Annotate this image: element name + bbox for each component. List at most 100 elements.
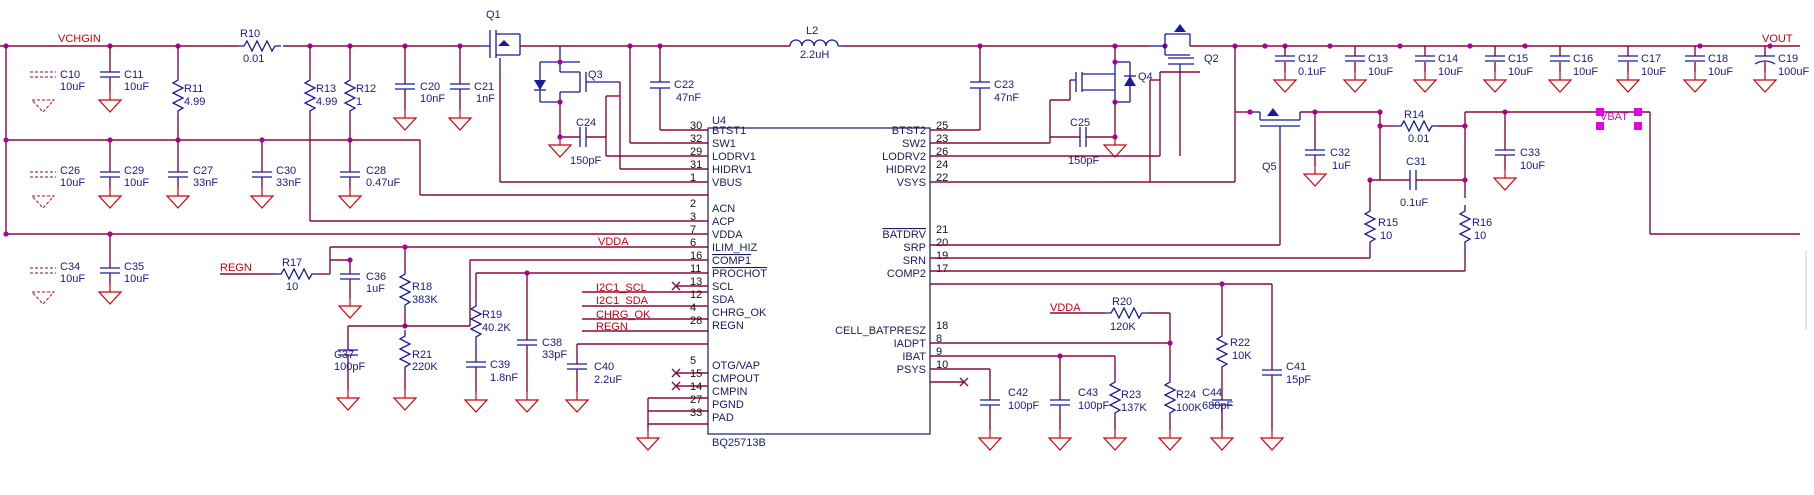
svg-text:C20: C20 — [420, 81, 440, 93]
ic-pin-name: VDDA — [712, 229, 743, 241]
svg-text:C11: C11 — [124, 69, 143, 81]
ic-pin-name: COMP1 — [712, 255, 751, 267]
svg-text:1uF: 1uF — [1332, 160, 1351, 172]
svg-text:100K: 100K — [1176, 402, 1202, 414]
ic-pin-name: IADPT — [894, 338, 927, 350]
svg-text:C32: C32 — [1330, 147, 1350, 159]
svg-text:R20: R20 — [1112, 296, 1132, 308]
svg-text:4.99: 4.99 — [316, 96, 337, 108]
capacitor-c35: C35 10uF — [98, 234, 149, 305]
svg-text:L2: L2 — [806, 25, 818, 37]
ic-right-pins: 25BTST223SW226LODRV224HIDRV222VSYS21BATD… — [835, 120, 948, 376]
mosfet-q3: Q3 — [534, 46, 620, 103]
resistor-r22: R22 10K — [1216, 329, 1252, 373]
capacitor-c37: C37 100pF — [334, 326, 365, 411]
ic-pin-name: SRP — [903, 242, 926, 254]
svg-text:C33: C33 — [1520, 147, 1540, 159]
svg-text:10uF: 10uF — [60, 273, 85, 285]
svg-text:C37: C37 — [334, 349, 354, 361]
ic-pin-name: PGND — [712, 399, 744, 411]
net-label-vchgin: VCHGIN — [58, 33, 101, 45]
svg-text:R19: R19 — [482, 309, 502, 321]
svg-text:10uF: 10uF — [124, 273, 149, 285]
capacitor-c10: C10 10uF — [30, 69, 85, 113]
net-label-chrg-ok: CHRG_OK — [596, 309, 651, 321]
ic-pin-name: REGN — [712, 320, 744, 332]
ic-pin-right: 23 SW2 — [902, 133, 948, 150]
svg-text:C34: C34 — [60, 261, 80, 273]
ic-pin-number: 30 — [690, 120, 702, 132]
svg-text:33nF: 33nF — [193, 177, 218, 189]
ic-pin-number: 27 — [690, 394, 702, 406]
svg-text:1.8nF: 1.8nF — [490, 372, 518, 384]
resistor-r14: R14 0.01 — [1394, 109, 1439, 145]
ic-pin-name: PSYS — [897, 364, 926, 376]
ic-pin-number: 23 — [936, 133, 948, 145]
svg-text:0.1uF: 0.1uF — [1298, 66, 1326, 78]
ic-pin-number: 1 — [690, 172, 696, 184]
ic-pin-name: IBAT — [902, 351, 926, 363]
resistor-r23: R23 137K — [1109, 375, 1147, 419]
capacitor-c31: C31 0.1uF — [1370, 156, 1465, 209]
svg-text:680pF: 680pF — [1202, 400, 1233, 412]
ic-pin-number: 17 — [936, 263, 948, 275]
svg-text:R18: R18 — [412, 281, 432, 293]
svg-text:C30: C30 — [276, 165, 296, 177]
net-label-vdda-right: VDDA — [1050, 302, 1081, 314]
svg-text:R22: R22 — [1230, 337, 1250, 349]
ic-pin-name: CMPIN — [712, 386, 748, 398]
resistor-r11: R11 4.99 — [172, 46, 205, 140]
svg-text:C28: C28 — [366, 165, 386, 177]
capacitor-c44: C44 680pF — [1202, 387, 1234, 451]
svg-text:C17: C17 — [1641, 53, 1661, 65]
net-label-regn: REGN — [220, 262, 252, 274]
ic-pin-name: ILIM_HIZ — [712, 242, 758, 254]
capacitor-c25: C25 150pF — [1050, 117, 1127, 167]
svg-text:C21: C21 — [474, 81, 494, 93]
svg-text:R12: R12 — [356, 83, 376, 95]
svg-text:40.2K: 40.2K — [482, 322, 511, 334]
ic-ref: U4 — [712, 115, 726, 127]
net-label-regn-pin: REGN — [596, 321, 628, 333]
resistor-r18: R18 383K — [399, 267, 438, 311]
svg-text:150pF: 150pF — [570, 155, 601, 167]
svg-text:137K: 137K — [1121, 402, 1147, 414]
capacitor-c42: C42 100pF — [978, 387, 1039, 451]
svg-text:10uF: 10uF — [1641, 66, 1666, 78]
ic-pin-number: 21 — [936, 224, 948, 236]
capacitor-c30: C30 33nF — [250, 140, 301, 209]
svg-text:C15: C15 — [1508, 53, 1528, 65]
svg-text:0.47uF: 0.47uF — [366, 177, 401, 189]
svg-text:Q2: Q2 — [1204, 53, 1219, 65]
ic-pin-name: SW2 — [902, 138, 926, 150]
mosfet-q4: Q4 — [1070, 61, 1153, 103]
capacitor-c34: C34 10uF — [30, 261, 85, 305]
capacitor-c36: C36 1uF — [338, 271, 386, 319]
capacitor-c26: C26 10uF — [30, 165, 85, 209]
resistor-r10: R10 0.01 — [237, 28, 282, 65]
ic-pin-name: PAD — [712, 412, 734, 424]
ic-pin-number: 2 — [690, 198, 696, 210]
svg-text:1uF: 1uF — [366, 283, 385, 295]
resistor-r17: R17 10 — [274, 257, 319, 293]
ic-pin-number: 22 — [936, 172, 948, 184]
svg-text:R11: R11 — [184, 83, 203, 95]
svg-text:C23: C23 — [994, 79, 1014, 91]
capacitor-c28: C28 0.47uF — [338, 140, 401, 209]
resistor-r16: R16 10 — [1459, 204, 1492, 248]
mosfet-q1: Q1 — [480, 9, 521, 70]
net-label-vout: VOUT — [1762, 33, 1793, 45]
svg-text:1nF: 1nF — [476, 93, 495, 105]
